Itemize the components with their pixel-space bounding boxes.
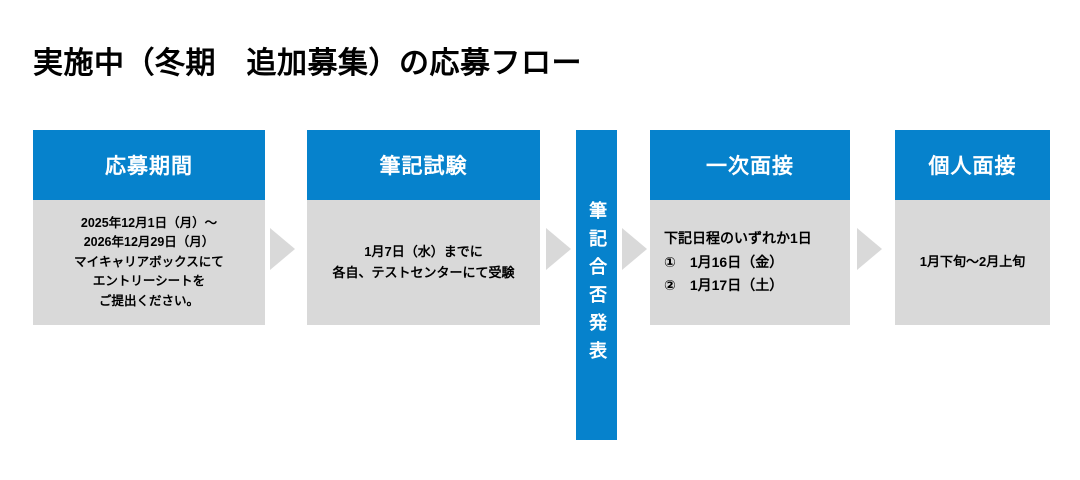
stage-body-first-interview: 下記日程のいずれか1日 ① 1月16日（金） ② 1月17日（土） <box>650 200 850 325</box>
flow-stage-written-result-announcement: 筆記合否発表 <box>576 130 617 440</box>
arrow-right-icon <box>622 228 647 270</box>
stage-body-line: マイキャリアボックスにて <box>74 254 224 269</box>
stage-body-application-period: 2025年12月1日（月）〜 2026年12月29日（月） マイキャリアボックス… <box>33 200 265 325</box>
flow-stage-first-interview: 一次面接 下記日程のいずれか1日 ① 1月16日（金） ② 1月17日（土） <box>650 130 850 325</box>
stage-body-line: 2025年12月1日（月）〜 <box>80 216 218 231</box>
stage-body-written-exam: 1月7日（水）までに 各自、テストセンターにて受験 <box>307 200 540 325</box>
page-title: 実施中（冬期 追加募集）の応募フロー <box>33 47 582 80</box>
stage-body-line: ① 1月16日（金） <box>664 253 784 270</box>
stage-body-line: 2026年12月29日（月） <box>83 235 215 250</box>
stage-body-line: ご提出ください。 <box>98 293 199 308</box>
stage-body-line: 1月下旬〜2月上旬 <box>919 254 1026 270</box>
stage-header-written-result-announcement: 筆記合否発表 <box>587 201 608 369</box>
flow-stage-application-period: 応募期間 2025年12月1日（月）〜 2026年12月29日（月） マイキャリ… <box>33 130 265 325</box>
stage-body-line: ② 1月17日（土） <box>664 277 784 294</box>
stage-body-personal-interview: 1月下旬〜2月上旬 <box>895 200 1050 325</box>
arrow-right-icon <box>857 228 882 270</box>
stage-body-line: 各自、テストセンターにて受験 <box>332 264 515 280</box>
flow-stage-written-exam: 筆記試験 1月7日（水）までに 各自、テストセンターにて受験 <box>307 130 540 325</box>
stage-body-line: 下記日程のいずれか1日 <box>664 229 812 246</box>
stage-body-line: 1月7日（水）までに <box>364 244 483 260</box>
stage-header-personal-interview: 個人面接 <box>895 130 1050 200</box>
stage-header-first-interview: 一次面接 <box>650 130 850 200</box>
flow-stage-personal-interview: 個人面接 1月下旬〜2月上旬 <box>895 130 1050 325</box>
arrow-right-icon <box>546 228 571 270</box>
stage-header-written-exam: 筆記試験 <box>307 130 540 200</box>
stage-body-line: エントリーシートを <box>92 274 206 289</box>
stage-header-application-period: 応募期間 <box>33 130 265 200</box>
arrow-right-icon <box>270 228 295 270</box>
